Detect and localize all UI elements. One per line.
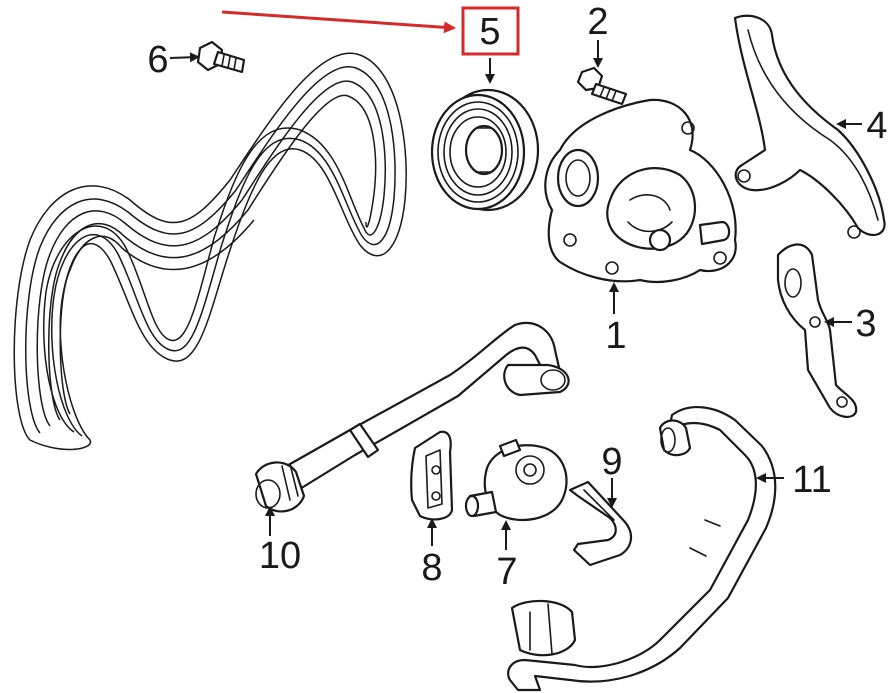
water-pump-part-1[interactable] <box>544 98 737 284</box>
callout-5[interactable]: 5 <box>479 11 500 53</box>
callout-9[interactable]: 9 <box>601 441 622 483</box>
callout-2[interactable]: 2 <box>587 1 608 43</box>
callout-8[interactable]: 8 <box>421 547 442 589</box>
callout-labels: 5 6 2 4 3 1 10 8 7 9 11 <box>147 1 887 593</box>
clamp-part-9[interactable] <box>568 480 633 567</box>
leader-lines <box>169 40 862 550</box>
hose-part-11[interactable] <box>507 406 777 692</box>
hose-part-10[interactable] <box>254 322 570 513</box>
callout-4[interactable]: 4 <box>866 105 887 147</box>
bolt-part-2[interactable] <box>576 66 628 106</box>
pump-part-7[interactable] <box>464 438 568 522</box>
bracket-part-4[interactable] <box>733 14 886 239</box>
pulley-part-5[interactable] <box>430 88 540 212</box>
callout-10[interactable]: 10 <box>259 535 301 577</box>
callout-1[interactable]: 1 <box>605 315 626 357</box>
highlight-pointer-arrow <box>221 10 456 34</box>
callout-6[interactable]: 6 <box>147 39 168 81</box>
bracket-part-8[interactable] <box>410 430 454 521</box>
bracket-part-3[interactable] <box>776 243 858 418</box>
drive-belt <box>13 52 407 451</box>
highlight-box-5 <box>461 6 520 56</box>
bolt-part-6[interactable] <box>196 40 246 74</box>
callout-3[interactable]: 3 <box>855 303 876 345</box>
callout-11[interactable]: 11 <box>792 459 831 501</box>
callout-7[interactable]: 7 <box>496 551 517 593</box>
